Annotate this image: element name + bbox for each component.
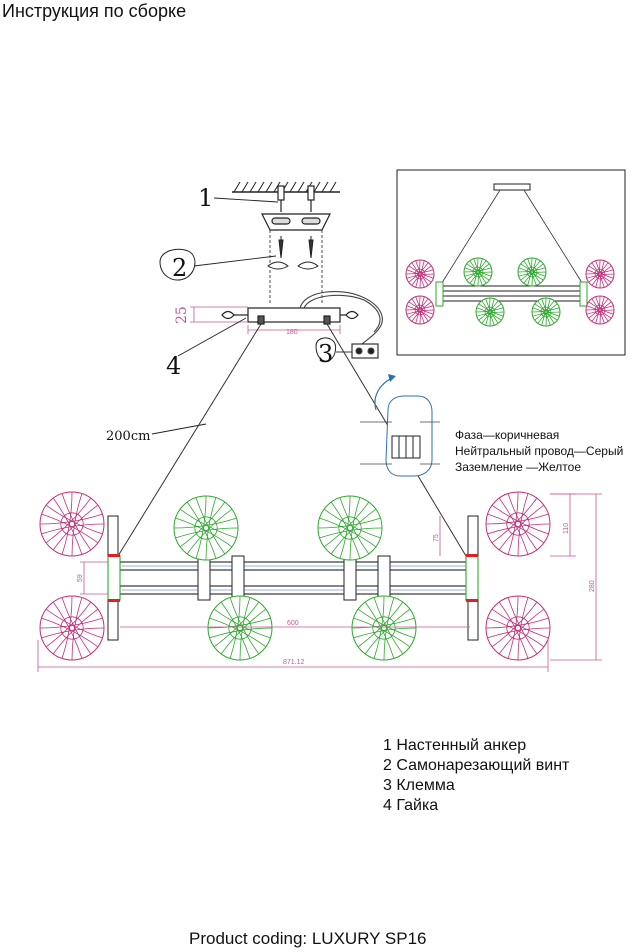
plate-height-label: 25	[174, 306, 190, 324]
legend-item: 3 Клемма	[383, 777, 455, 794]
pink-globe-icon	[405, 259, 435, 289]
parts-legend: 1 Настенный анкер 2 Самонарезающий винт …	[383, 736, 569, 816]
wiring-diagram	[360, 374, 440, 477]
callout-3: 3	[318, 340, 333, 368]
green-globe-icon	[463, 257, 493, 287]
green-globe-icon	[351, 595, 417, 661]
mounting-bracket	[261, 213, 331, 305]
green-globe-icon	[531, 297, 561, 327]
wall-anchor-icon	[277, 185, 315, 212]
green-globe-icon	[173, 495, 239, 561]
product-coding: Product coding: LUXURY SP16	[189, 929, 427, 948]
callout-leader	[151, 197, 352, 435]
canopy-plate	[221, 307, 359, 325]
callout-2: 2	[172, 254, 187, 282]
legend-item: 1 Настенный анкер	[383, 737, 527, 754]
main-bar	[119, 561, 471, 595]
wiring-neutral: Нейтральный провод—Серый	[455, 444, 624, 458]
green-globe-icon	[517, 257, 547, 287]
red-clamp	[108, 554, 478, 602]
legend-item: 4 Гайка	[383, 797, 439, 814]
callout-1: 1	[198, 184, 213, 212]
pink-globe-icon	[405, 295, 435, 325]
main-dimensions	[37, 493, 602, 672]
power-cable	[299, 291, 383, 359]
plate-width-label: 180	[286, 329, 298, 336]
end-bracket	[107, 555, 479, 601]
pink-globe-icon	[39, 595, 105, 661]
total-height-label: 280	[589, 580, 596, 592]
callout-4: 4	[166, 352, 181, 380]
self-tapping-screw-icon	[267, 236, 319, 270]
inset-view	[396, 169, 626, 356]
pink-globe-icon	[485, 491, 551, 557]
page-title: Инструкция по сборке	[2, 1, 187, 21]
legend-item: 2 Самонарезающий винт	[383, 757, 570, 774]
bar-gap-label: 59	[77, 574, 84, 582]
green-globe-icon	[317, 495, 383, 561]
cable-length-label: 200cm	[106, 429, 150, 444]
pink-globe-icon	[485, 595, 551, 661]
top-offset-label: 75	[433, 534, 440, 542]
ceiling	[232, 181, 340, 193]
wiring-ground: Заземление —Желтое	[455, 460, 582, 474]
pink-globe-icon	[585, 295, 615, 325]
callout-bubble	[159, 248, 337, 362]
wiring-phase: Фаза—коричневая	[455, 428, 560, 442]
globe-height-label: 110	[563, 523, 570, 534]
green-globe-icon	[475, 297, 505, 327]
wiring-notes: Фаза—коричневая Нейтральный провод—Серый…	[455, 427, 623, 475]
pink-globe-icon	[585, 259, 615, 289]
total-length-label: 871.12	[283, 659, 305, 666]
green-globe-icon	[207, 595, 273, 661]
pink-globe-icon	[39, 491, 105, 557]
bar-length-label: 600	[287, 620, 299, 627]
